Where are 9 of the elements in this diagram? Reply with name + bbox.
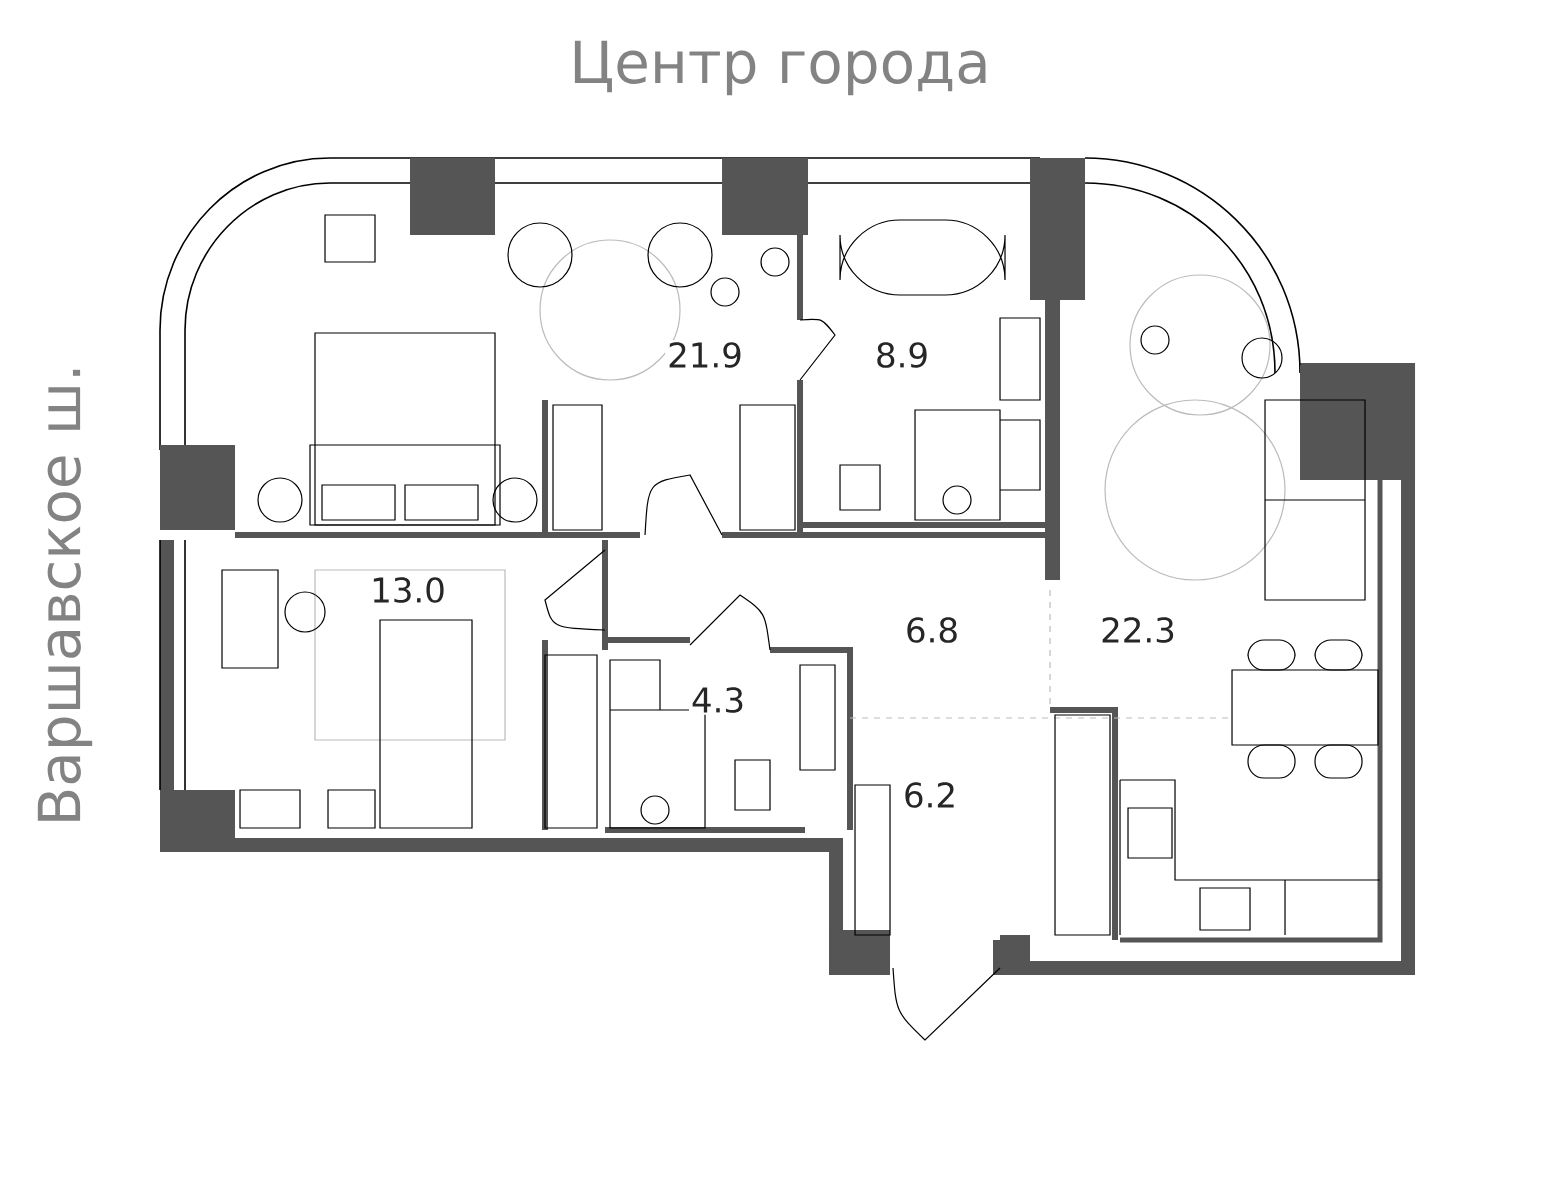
room-area-label: 8.9 <box>872 340 932 370</box>
room-area-label: 13.0 <box>368 575 448 605</box>
room-area-label: 4.3 <box>688 685 748 715</box>
direction-label: Варшавское ш. <box>37 369 93 821</box>
room-area-label: 21.9 <box>665 340 745 370</box>
room-area-label: 6.8 <box>903 615 962 645</box>
room-area-label: 6.2 <box>901 780 960 810</box>
direction-label: Центр города <box>574 40 986 96</box>
room-area-label: 22.3 <box>1098 615 1178 645</box>
